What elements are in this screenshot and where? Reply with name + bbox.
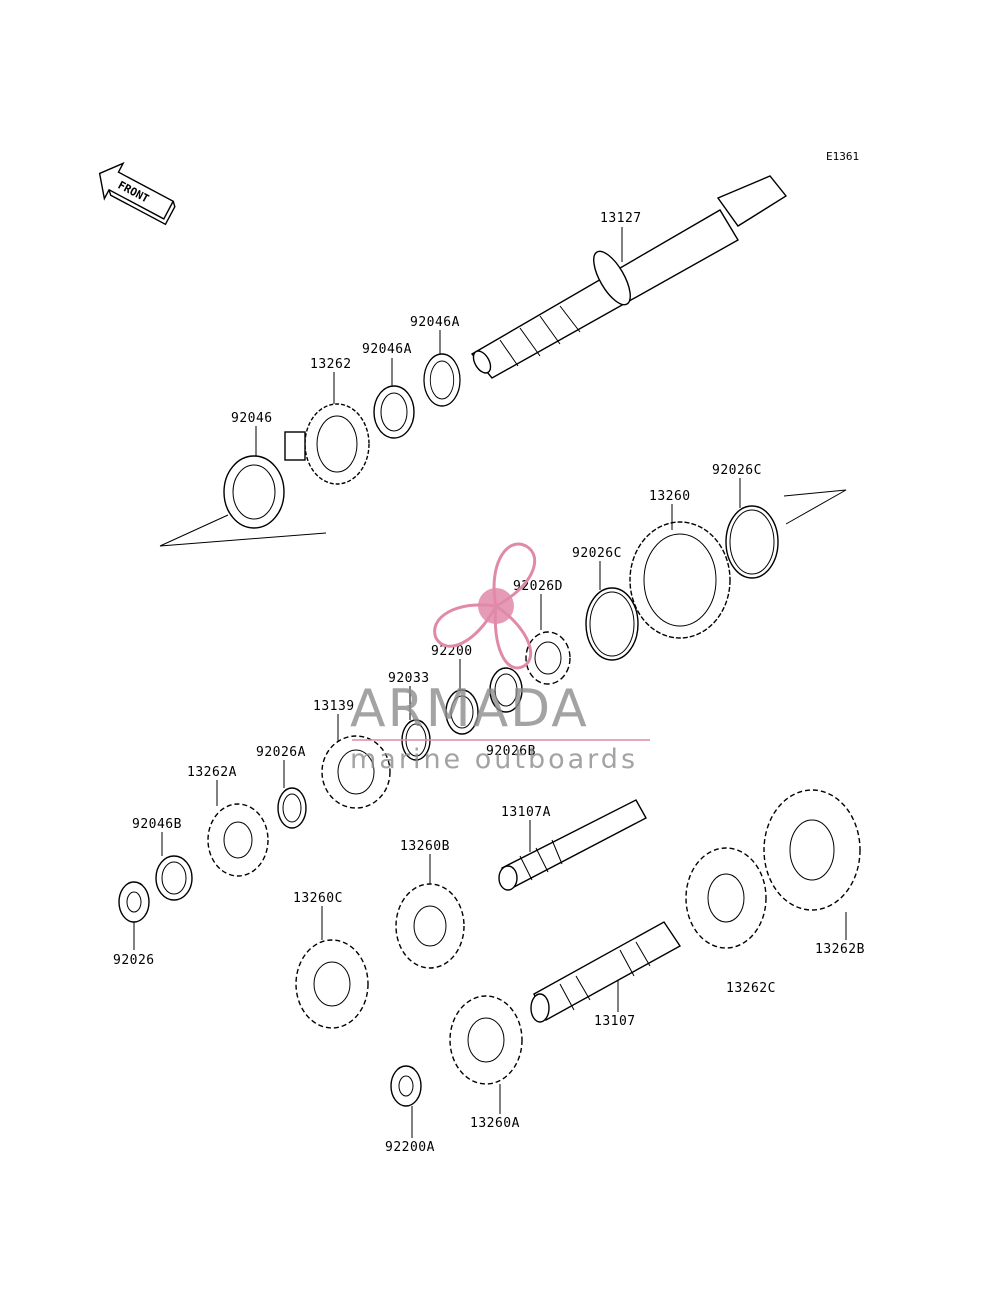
ring-92200 <box>445 689 479 735</box>
gear-13260b <box>395 883 465 969</box>
callout-13139: 13139 <box>313 699 355 714</box>
leader-lines <box>133 227 847 1138</box>
gear-13262c <box>685 847 767 949</box>
propeller-logo-icon <box>433 542 537 670</box>
washer-92200a <box>390 1065 422 1107</box>
gear-13260c <box>295 939 369 1029</box>
shaft-13107a <box>498 799 647 891</box>
bearing-92046b <box>155 855 193 901</box>
drawing-id: E1361 <box>826 150 859 163</box>
callout-92046: 92046 <box>231 411 273 426</box>
gear-13260a <box>449 995 523 1085</box>
washer-92026 <box>118 881 150 923</box>
front-arrow-icon: FRONT <box>98 161 176 226</box>
gear-13262a <box>207 803 269 877</box>
bearing-92046a-upper <box>423 353 461 407</box>
callout-92026c-right: 92026C <box>712 463 762 478</box>
callout-13107a: 13107A <box>501 805 551 820</box>
callout-13262b: 13262B <box>815 942 865 957</box>
gear-13260 <box>629 521 731 639</box>
callout-92200: 92200 <box>431 644 473 659</box>
callout-13262: 13262 <box>310 357 352 372</box>
callout-labels: 13127 92046A 92046A 13262 92046 92026C 1… <box>113 211 865 1155</box>
bearing-92046a-lower <box>373 385 415 439</box>
callout-13260c: 13260C <box>293 891 343 906</box>
callout-13260: 13260 <box>649 489 691 504</box>
watermark-subtitle: marine outboards <box>350 744 638 775</box>
gear-13262b <box>763 789 861 911</box>
washer-92026a <box>277 787 307 829</box>
callout-92046a-lower: 92046A <box>362 342 412 357</box>
callout-13127: 13127 <box>600 211 642 226</box>
callout-92026c-left: 92026C <box>572 546 622 561</box>
gear-13139 <box>321 735 391 809</box>
callout-92046a-upper: 92046A <box>410 315 460 330</box>
washer-92026b <box>489 667 523 713</box>
callout-92046b: 92046B <box>132 817 182 832</box>
main-shaft <box>470 175 788 379</box>
callout-92033: 92033 <box>388 671 430 686</box>
watermark: ARMADA marine outboards <box>350 542 650 775</box>
toothed-washer-92026d <box>525 631 571 685</box>
callout-92026b: 92026B <box>486 744 536 759</box>
snap-ring-92026c-left <box>585 587 639 661</box>
snap-ring-92026c-right <box>725 505 779 579</box>
callout-13107: 13107 <box>594 1014 636 1029</box>
callout-92026a: 92026A <box>256 745 306 760</box>
callout-92026: 92026 <box>113 953 155 968</box>
bearing-92046 <box>223 455 285 529</box>
callout-13260b: 13260B <box>400 839 450 854</box>
callout-13260a: 13260A <box>470 1116 520 1131</box>
callout-13262a: 13262A <box>187 765 237 780</box>
shaft-13107 <box>530 921 682 1023</box>
gear-13262 <box>284 403 370 485</box>
callout-13262c: 13262C <box>726 981 776 996</box>
callout-92200a: 92200A <box>385 1140 435 1155</box>
watermark-brand: ARMADA <box>350 679 589 739</box>
